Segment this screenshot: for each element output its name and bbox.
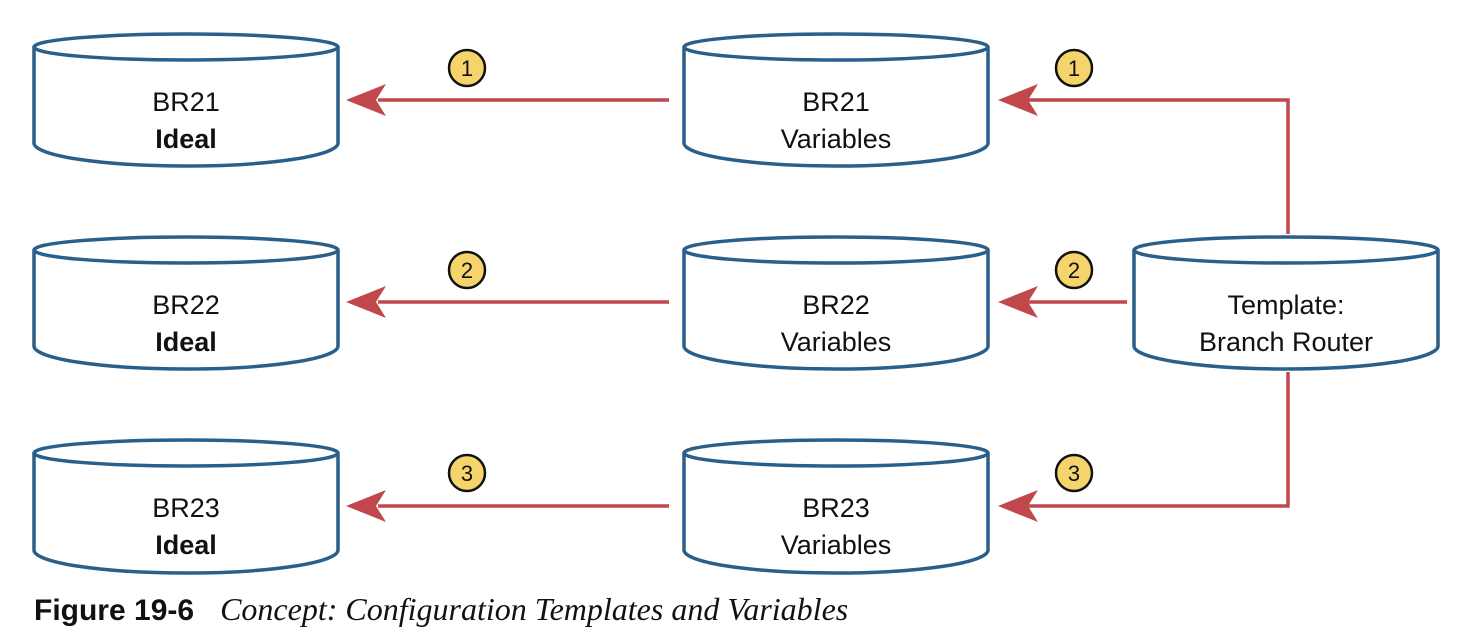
figure-number: Figure 19-6 xyxy=(34,594,195,627)
br22-ideal-label: Ideal xyxy=(155,327,217,357)
step-badge-2-right: 2 xyxy=(1054,250,1094,290)
step-badge-3-right-number: 3 xyxy=(1068,461,1080,486)
step-badge-3-left: 3 xyxy=(447,453,487,493)
template-label: Template: xyxy=(1227,290,1344,320)
br23-ideal-label: Ideal xyxy=(155,530,217,560)
cylinder-br23-variables: BR23 Variables xyxy=(682,438,990,575)
step-badge-1-left: 1 xyxy=(447,48,487,88)
cylinder-br22-variables: BR22 Variables xyxy=(682,235,990,371)
br22-variables-label: Variables xyxy=(781,327,892,357)
figure-caption: Figure 19-6 Concept: Configuration Templa… xyxy=(34,585,848,640)
step-badge-3-left-number: 3 xyxy=(461,461,473,486)
br21-ideal-label: Ideal xyxy=(155,124,217,154)
br22-variables-name: BR22 xyxy=(802,290,870,320)
arrow-template-to-br22-variables xyxy=(998,286,1127,318)
cylinder-br21-variables: BR21 Variables xyxy=(682,32,990,168)
arrow-template-to-br21-variables xyxy=(998,84,1290,234)
cylinder-template-branch-router: Template: Branch Router xyxy=(1132,235,1440,371)
cylinder-br23-ideal: BR23 Ideal xyxy=(32,438,340,575)
cylinder-br21-ideal: BR21 Ideal xyxy=(32,32,340,168)
step-badge-1-left-number: 1 xyxy=(461,56,473,81)
step-badge-3-right: 3 xyxy=(1054,453,1094,493)
step-badge-1-right: 1 xyxy=(1054,48,1094,88)
arrow-br21-variables-to-ideal xyxy=(346,84,669,116)
br21-variables-name: BR21 xyxy=(802,87,870,117)
arrow-template-to-br23-variables xyxy=(998,372,1290,522)
arrow-br23-variables-to-ideal xyxy=(346,490,669,522)
br22-ideal-name: BR22 xyxy=(152,290,220,320)
br21-variables-label: Variables xyxy=(781,124,892,154)
br23-variables-name: BR23 xyxy=(802,493,870,523)
arrow-br22-variables-to-ideal xyxy=(346,286,669,318)
br23-ideal-name: BR23 xyxy=(152,493,220,523)
template-name: Branch Router xyxy=(1199,327,1373,357)
step-badge-2-left: 2 xyxy=(447,250,487,290)
br21-ideal-name: BR21 xyxy=(152,87,220,117)
step-badge-2-right-number: 2 xyxy=(1068,258,1080,283)
br23-variables-label: Variables xyxy=(781,530,892,560)
step-badge-1-right-number: 1 xyxy=(1068,56,1080,81)
cylinder-br22-ideal: BR22 Ideal xyxy=(32,235,340,371)
figure-title: Concept: Configuration Templates and Var… xyxy=(220,591,849,627)
step-badge-2-left-number: 2 xyxy=(461,258,473,283)
